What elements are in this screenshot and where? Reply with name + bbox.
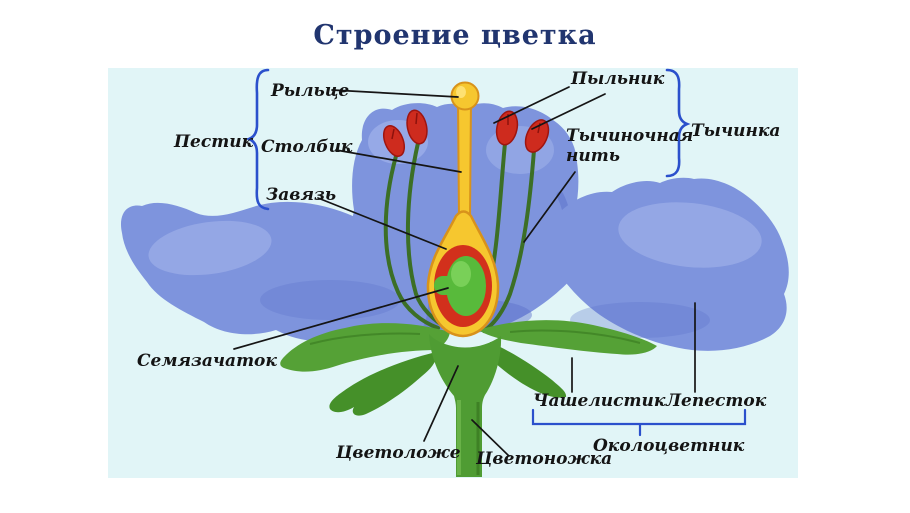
petal-left <box>120 201 429 341</box>
label-stamen: Тычинка <box>691 121 781 141</box>
anthers <box>382 109 550 157</box>
brace-tychinka <box>665 68 691 178</box>
label-stigma: Рыльце <box>271 81 350 101</box>
label-perianth: Околоцветник <box>593 436 745 456</box>
line-cvetonozhka <box>471 419 510 457</box>
braces <box>245 68 747 437</box>
brace-pestik <box>245 68 270 211</box>
label-filament: Тычиночная нить <box>566 126 694 166</box>
page-title: Строение цветка <box>313 20 597 51</box>
receptacle-and-pedicel <box>429 334 502 477</box>
line-cvetolozhe <box>423 365 459 442</box>
label-ovary: Завязь <box>266 185 337 205</box>
pointer-lines <box>233 86 696 457</box>
label-pedicel: Цветоножка <box>476 449 613 469</box>
label-pistil: Пестик <box>174 132 254 152</box>
style-and-stigma <box>450 81 480 219</box>
label-anther: Пыльник <box>571 69 665 89</box>
line-zavyaz <box>317 197 447 250</box>
line-pylnik-2 <box>531 93 606 130</box>
line-stolbik <box>335 149 462 173</box>
line-tychinochnaya-nit <box>523 171 576 243</box>
line-semyazachatok <box>233 287 449 350</box>
line-pylnik-1 <box>493 86 570 124</box>
sepals <box>280 320 657 416</box>
label-sepal: Чашелистик <box>533 391 666 411</box>
line-rylce <box>331 89 459 98</box>
label-ovule: Семязачаток <box>137 351 277 371</box>
label-petal: Лепесток <box>666 391 767 411</box>
stigma <box>450 81 480 111</box>
bracket-okolocvetnik <box>531 408 747 437</box>
label-style: Столбик <box>261 137 353 157</box>
ovary <box>426 210 500 338</box>
label-receptacle: Цветоложе <box>336 443 461 463</box>
